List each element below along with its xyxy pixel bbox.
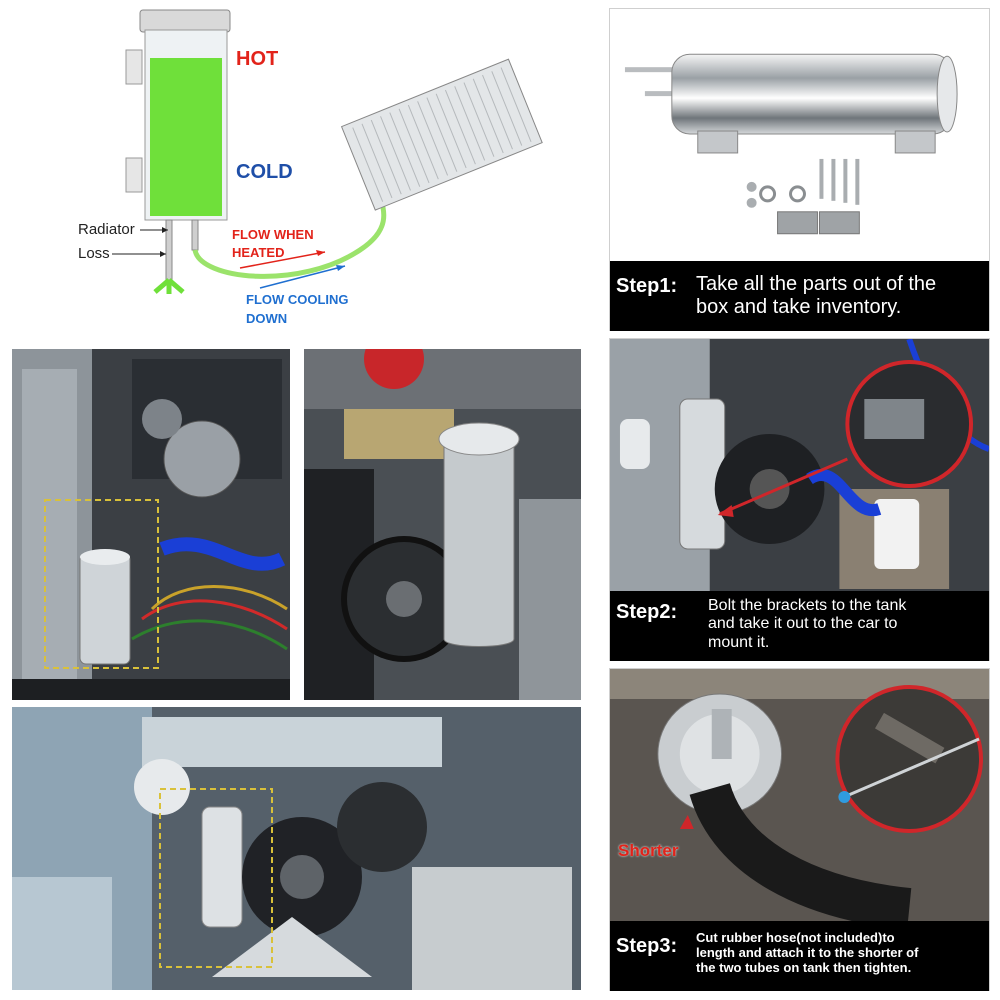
flow-heated-label-line2: HEATED (232, 245, 285, 260)
step1-text-line: box and take inventory. (696, 296, 902, 318)
step3-text-line: length and attach it to the shorter of (696, 944, 919, 960)
step2-caption: Step2: Bolt the brackets to the tank and… (610, 591, 989, 661)
step2-title: Step2: (616, 601, 678, 623)
step1-text: Take all the parts out of the box and ta… (696, 273, 936, 319)
flow-heated-label-line1: FLOW WHEN (232, 227, 314, 242)
cold-label: COLD (236, 161, 293, 183)
step1-title: Step1: (616, 275, 678, 297)
overflow-flow-diagram: HOT COLD Radiator Loss FLOW WHEN HEATED … (0, 0, 590, 340)
step3-panel: Shorter Step3: Cut rubber hose(not inclu… (609, 668, 990, 991)
step1-text-line: Take all the parts out of the (696, 273, 937, 295)
loss-label: Loss (78, 245, 110, 262)
radiator-label: Radiator (78, 221, 135, 238)
step2-text-line: Bolt the brackets to the tank (708, 597, 907, 614)
step3-text-line: Cut rubber hose(not included)to (696, 930, 895, 945)
step2-panel: Step2: Bolt the brackets to the tank and… (609, 338, 990, 661)
step3-text: Cut rubber hose(not included)to length a… (696, 930, 919, 976)
step2-text-line: mount it. (708, 633, 770, 651)
step3-title: Step3: (616, 935, 678, 957)
flow-cooling-label-line1: FLOW COOLING (246, 292, 349, 307)
tank-mounted-photo (610, 339, 989, 591)
engine-bay-photo (12, 349, 290, 700)
hose-attach-photo (610, 669, 989, 921)
step2-text-line: and take it out to the car to (708, 615, 898, 633)
hot-label: HOT (236, 48, 279, 70)
tank-parts-photo (610, 9, 989, 261)
shorter-callout-label: Shorter (618, 841, 679, 860)
tank-cap-photo (304, 349, 581, 700)
step3-caption: Step3: Cut rubber hose(not included)to l… (610, 921, 989, 991)
step2-text: Bolt the brackets to the tank and take i… (708, 597, 906, 652)
step3-text-line: the two tubes on tank then tighten. (696, 959, 912, 975)
flow-cooling-label-line2: DOWN (246, 311, 288, 326)
car-engine-photo (12, 707, 581, 990)
step1-caption: Step1: Take all the parts out of the box… (610, 261, 989, 331)
coolant-diagram-graphic (112, 9, 543, 294)
step1-panel: Step1: Take all the parts out of the box… (609, 8, 990, 331)
